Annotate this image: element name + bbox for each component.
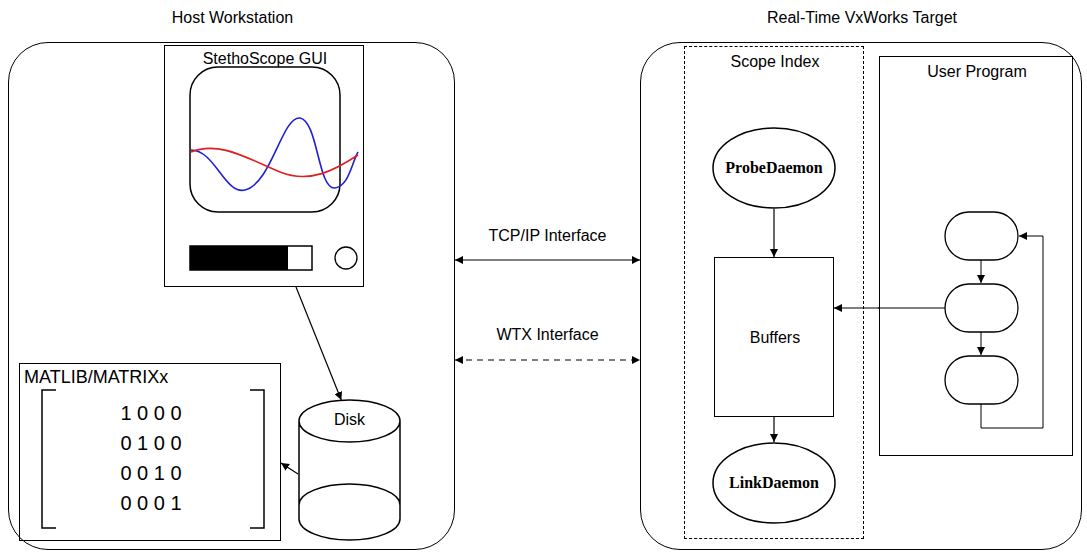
arrow-connector: [455, 259, 640, 260]
matrix-row: 0 0 0 1: [120, 492, 181, 515]
box-title: StethoScope GUI: [203, 50, 328, 68]
ellipse-outline: [713, 128, 835, 208]
matrix-bracket: [250, 390, 264, 528]
ellipse-outline: [713, 443, 835, 523]
task-oval: [945, 356, 1018, 404]
knob-symbol: [335, 247, 357, 269]
matrix-tool-box: MATLIB/MATRIXx 1 0 0 0 0 1 0 0 0 0 1 0 0 0 0…: [19, 363, 281, 541]
disk-outline: [299, 400, 400, 540]
daemon-name: LinkDaemon: [729, 474, 819, 492]
panel-heading: Real-Time VxWorks Target: [767, 9, 957, 27]
disk-label: Disk: [334, 411, 365, 429]
arrow-connector: [281, 463, 298, 474]
slider-track: [190, 246, 312, 270]
task-loop: [981, 236, 1043, 428]
box-title: User Program: [927, 63, 1027, 81]
user-program-box: User Program: [879, 56, 1073, 456]
scope-index-region: Scope IndexProbeDaemonBuffersLinkDaemon: [684, 46, 864, 539]
matrix-bracket: [42, 390, 56, 528]
panel-heading: Host Workstation: [172, 9, 294, 27]
matrix-row: 0 1 0 0: [120, 432, 181, 455]
daemon-ellipse: ProbeDaemon: [712, 127, 836, 209]
daemon-name: ProbeDaemon: [725, 159, 822, 177]
box-title: Buffers: [750, 329, 800, 347]
buffer-box: Buffers: [714, 257, 834, 417]
matrix-row: 1 0 0 0: [120, 402, 181, 425]
target-panel: Real-Time VxWorks TargetScope IndexProbe…: [640, 42, 1082, 550]
box-title: MATLIB/MATRIXx: [24, 367, 168, 388]
gui-box: StethoScope GUI: [164, 45, 364, 287]
task-arrow: [981, 260, 982, 283]
task-arrow: [981, 332, 982, 355]
arrow-connector: [834, 307, 879, 308]
host-workstation-panel: Host WorkstationStethoScope GUIMATLIB/MA…: [8, 42, 455, 550]
red-trace: [191, 148, 358, 176]
interface-label: TCP/IP Interface: [486, 227, 610, 245]
region-title: Scope Index: [731, 53, 820, 71]
arrow-connector: [773, 417, 774, 442]
disk-cylinder: Disk: [298, 399, 401, 541]
daemon-ellipse: LinkDaemon: [712, 442, 836, 524]
arrow-connector: [773, 209, 774, 257]
interface-label: WTX Interface: [493, 326, 601, 344]
task-oval: [945, 284, 1018, 332]
task-oval: [945, 212, 1018, 260]
arrow-connector: [296, 287, 341, 400]
task-output-line: [878, 308, 945, 309]
matrix-row: 0 0 1 0: [120, 462, 181, 485]
monitor-screen: [190, 67, 340, 212]
blue-trace: [191, 118, 358, 190]
dashed-connector: [455, 359, 640, 360]
slider-fill: [190, 246, 288, 270]
